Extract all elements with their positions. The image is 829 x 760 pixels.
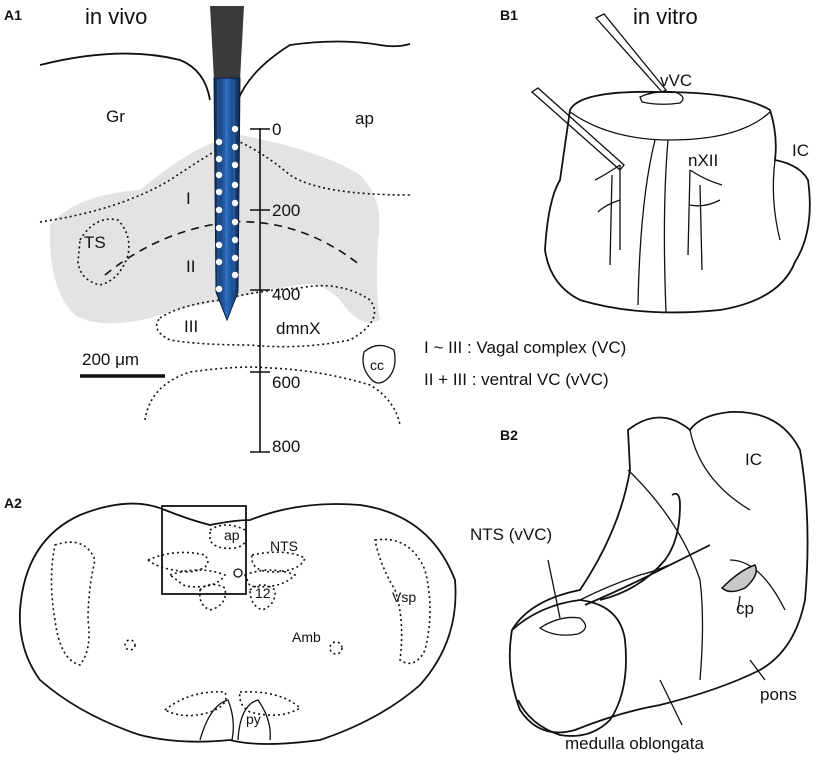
a2-amb-left bbox=[124, 639, 136, 651]
b2-nts-region bbox=[538, 616, 587, 636]
panel-label-b1: B1 bbox=[500, 7, 518, 23]
a2-ap-outline bbox=[209, 524, 248, 550]
a2-dmnx-left bbox=[168, 569, 227, 588]
b1-top-face bbox=[569, 111, 771, 141]
a2-nts-left bbox=[146, 551, 209, 573]
a2-xii-left bbox=[198, 583, 227, 611]
panel-label-a2: A2 bbox=[4, 495, 22, 511]
depth-ruler: 0 200 400 600 800 bbox=[250, 120, 300, 456]
a1-label-ii: II bbox=[186, 257, 195, 276]
depth-tick-400: 400 bbox=[272, 285, 300, 304]
a2-nts-right bbox=[251, 551, 306, 573]
a2-inset-box bbox=[161, 505, 247, 595]
a2-label-12: 12 bbox=[255, 585, 271, 601]
b1-block-outline bbox=[544, 90, 811, 314]
a1-lower-dotted bbox=[144, 366, 401, 426]
b1-title: in vitro bbox=[633, 4, 698, 29]
panel-a2: A2 ap NTS 12 Vsp Amb py bbox=[4, 495, 457, 745]
legend: I ~ III : Vagal complex (VC) II + III : … bbox=[424, 338, 626, 389]
a1-ts-outline bbox=[77, 218, 130, 286]
b2-pons-pointer bbox=[749, 659, 766, 681]
a1-label-iii: III bbox=[184, 317, 198, 336]
a1-label-gr: Gr bbox=[106, 107, 125, 126]
b2-groove-1 bbox=[627, 469, 704, 681]
b2-label-pons: pons bbox=[760, 685, 797, 704]
a1-label-i: I bbox=[186, 189, 191, 208]
a1-surface-outline-right bbox=[237, 40, 411, 101]
b2-label-ic: IC bbox=[745, 450, 762, 469]
a2-pyramid-right bbox=[237, 699, 271, 741]
pipette-left bbox=[530, 87, 625, 171]
b2-end-face bbox=[511, 599, 627, 737]
depth-tick-600: 600 bbox=[272, 373, 300, 392]
a2-vsp-left bbox=[50, 541, 96, 666]
b2-groove-3 bbox=[729, 559, 786, 611]
a1-cc-outline bbox=[362, 344, 396, 384]
a2-olive-left bbox=[163, 691, 227, 717]
panel-b2: B2 IC NTS (vVC) cp pons medulla oblongat… bbox=[470, 411, 809, 753]
b1-root-left bbox=[594, 164, 621, 266]
a1-label-ap: ap bbox=[355, 109, 374, 128]
b2-peduncle bbox=[599, 492, 681, 601]
a2-vsp-right bbox=[374, 538, 431, 665]
panel-b1: B1 in vitro vVC nXII IC bbox=[500, 4, 811, 314]
b1-midline-left bbox=[637, 139, 656, 306]
b1-midline-right bbox=[663, 139, 669, 313]
depth-tick-800: 800 bbox=[272, 437, 300, 456]
a2-amb-right bbox=[329, 641, 343, 655]
probe-shaft bbox=[210, 6, 244, 80]
b1-label-ic: IC bbox=[792, 141, 809, 160]
panel-a1: A1 in vivo bbox=[4, 4, 411, 456]
a2-pyramid-left bbox=[199, 699, 234, 741]
a1-label-ts: TS bbox=[84, 233, 106, 252]
b1-label-vvc: vVC bbox=[660, 71, 692, 90]
b2-label-nts-vvc: NTS (vVC) bbox=[470, 525, 552, 544]
b2-cp-shape bbox=[720, 564, 757, 593]
b2-label-cp: cp bbox=[736, 599, 754, 618]
a1-dashed-boundary bbox=[104, 220, 361, 276]
b1-vvc-outline bbox=[639, 90, 684, 105]
a1-surface-outline bbox=[39, 52, 211, 101]
pipette-top bbox=[594, 13, 668, 93]
a1-label-dmnx: dmnX bbox=[276, 319, 320, 338]
b2-brainstem-outline bbox=[508, 411, 809, 734]
electrode-probe bbox=[210, 6, 244, 322]
b1-label-nxii: nXII bbox=[688, 151, 718, 170]
a2-olive-right bbox=[238, 691, 302, 716]
panel-label-b2: B2 bbox=[500, 427, 518, 443]
a2-label-nts: NTS bbox=[270, 538, 298, 554]
a2-label-ap: ap bbox=[224, 527, 240, 543]
b1-root-right bbox=[687, 169, 723, 271]
legend-line-1: I ~ III : Vagal complex (VC) bbox=[424, 338, 626, 357]
depth-tick-0: 0 bbox=[272, 120, 281, 139]
b2-medulla-pointer bbox=[659, 679, 683, 726]
a1-title: in vivo bbox=[85, 4, 147, 29]
b1-ic-lobe bbox=[772, 159, 781, 241]
panel-label-a1: A1 bbox=[4, 7, 22, 23]
b2-label-medulla: medulla oblongata bbox=[565, 734, 704, 753]
b2-groove-2 bbox=[689, 429, 751, 511]
a2-label-amb: Amb bbox=[292, 629, 321, 645]
legend-line-2: II + III : ventral VC (vVC) bbox=[424, 370, 609, 389]
b2-ridge bbox=[584, 544, 711, 606]
a2-label-py: py bbox=[246, 711, 261, 727]
b2-nts-pointer bbox=[547, 559, 561, 619]
scale-bar-label: 200 μm bbox=[82, 350, 139, 369]
a2-dmnx-right bbox=[243, 569, 297, 588]
probe-recording-sites bbox=[215, 125, 239, 293]
a1-label-cc: cc bbox=[370, 357, 384, 373]
depth-tick-200: 200 bbox=[272, 201, 300, 220]
a2-label-vsp: Vsp bbox=[392, 589, 416, 605]
a1-dmnx-outline bbox=[155, 284, 376, 348]
a2-xii-right bbox=[249, 584, 276, 611]
a2-central-canal bbox=[233, 568, 243, 578]
